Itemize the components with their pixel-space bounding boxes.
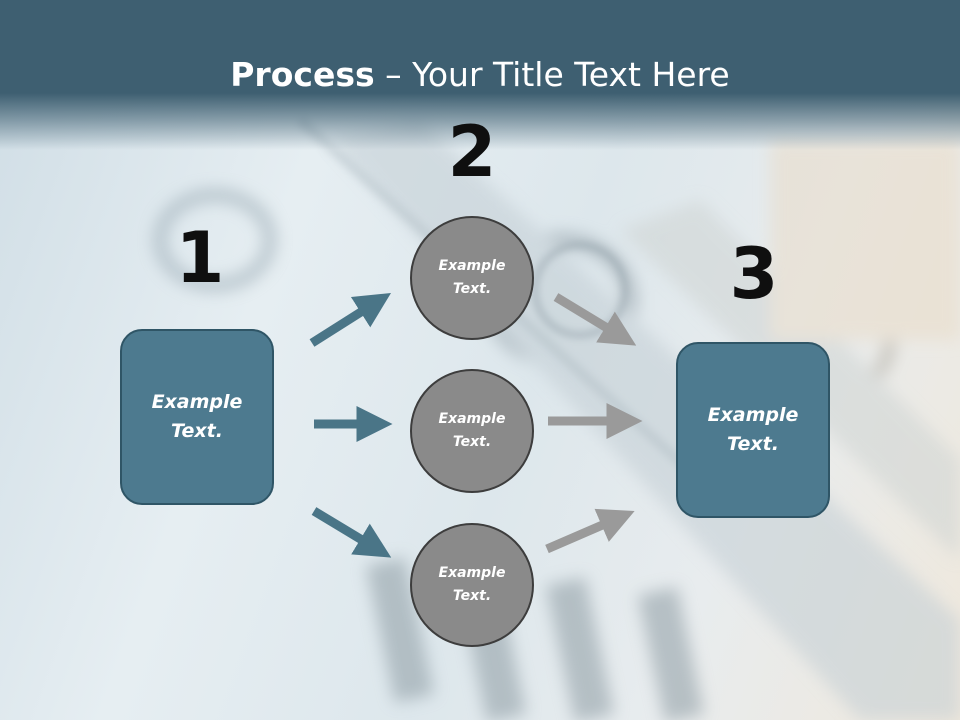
step-2-circle-bottom: Example Text. (410, 523, 534, 647)
step-1-number: 1 (175, 217, 225, 299)
arrow-1-to-2-bottom (311, 507, 392, 558)
step-3-box: Example Text. (676, 342, 830, 518)
title-bar (0, 0, 960, 150)
step-1-text: Example Text. (151, 391, 243, 442)
step-2-circle-bottom-text: Example Text. (438, 565, 506, 604)
arrow-2-top-to-3 (553, 293, 637, 346)
step-2-circle-middle-text: Example Text. (438, 411, 506, 450)
step-2-circle-top: Example Text. (410, 216, 534, 340)
step-3-number: 3 (729, 233, 779, 315)
step-2-circle-middle: Example Text. (410, 369, 534, 493)
step-3-text: Example Text. (707, 404, 799, 455)
arrow-2-bottom-to-3 (545, 508, 635, 554)
step-1-box: Example Text. (120, 329, 274, 505)
step-2-number: 2 (447, 111, 497, 193)
title-rest: – Your Title Text Here (374, 55, 730, 94)
title-bold: Process (230, 55, 375, 94)
slide-title: Process – Your Title Text Here (0, 50, 960, 100)
step-2-circle-top-text: Example Text. (438, 258, 506, 297)
arrow-1-to-2-top (309, 292, 392, 347)
